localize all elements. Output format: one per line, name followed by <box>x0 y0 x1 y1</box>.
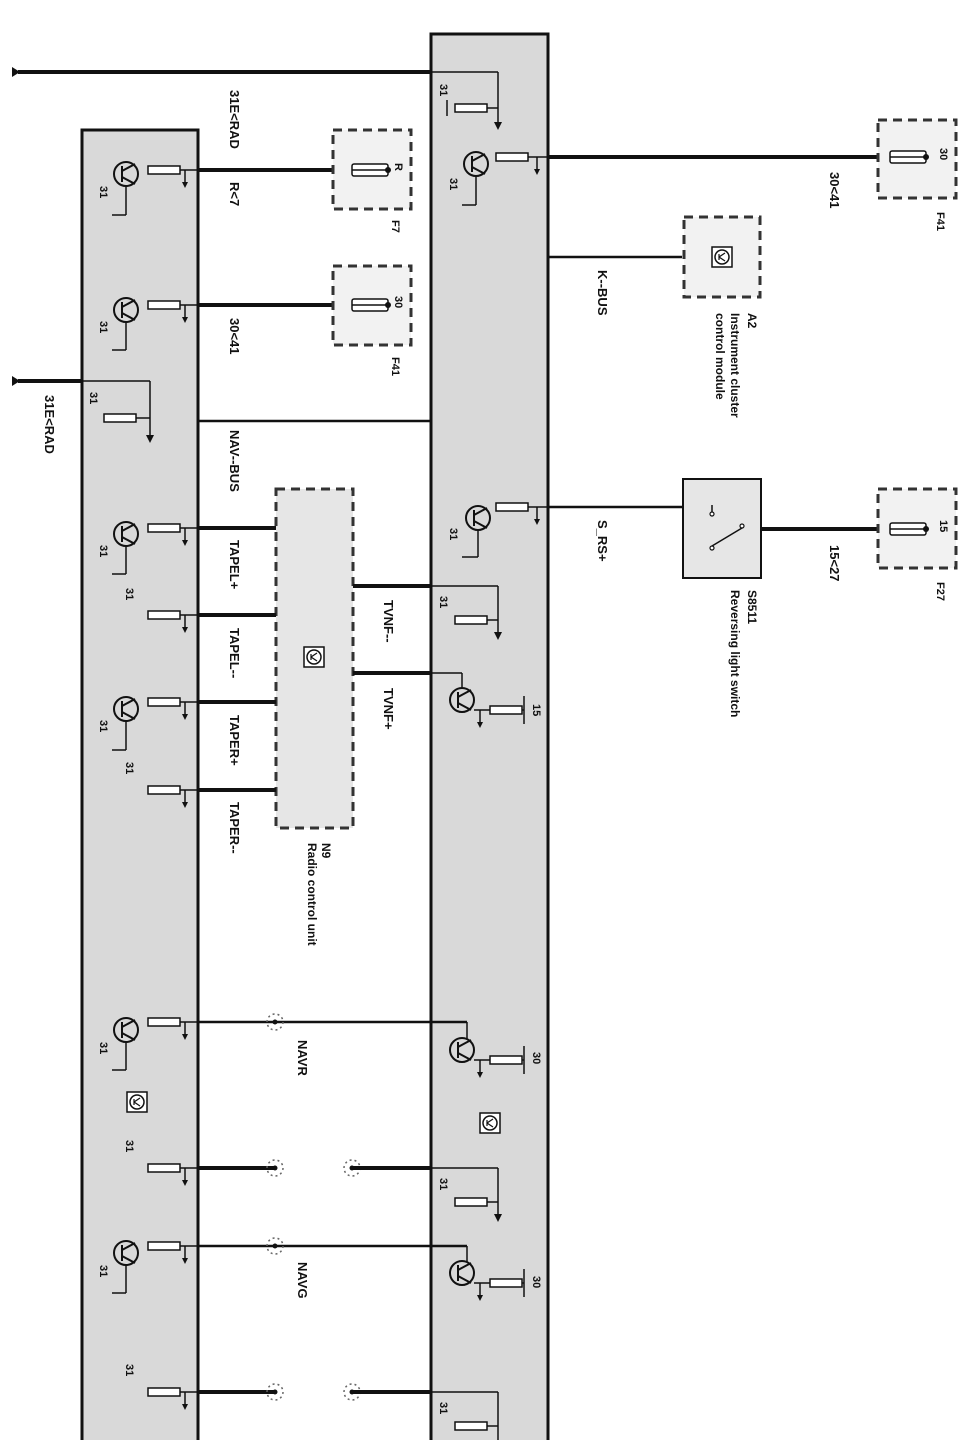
fuse-f41-right-id: F41 <box>934 212 946 231</box>
ground-label-mid: 31E<RAD <box>42 395 57 454</box>
s8511-id: S8511 <box>745 590 759 624</box>
left-panel-module-icon <box>126 1091 148 1113</box>
f27-label: 15<27 <box>827 545 842 582</box>
pin-label: 31 <box>97 321 109 333</box>
a2-desc-line2: control module <box>713 313 727 400</box>
taper-plus-label: TAPER+ <box>227 715 242 766</box>
right-pin-labels: 31 31 31 31 31 15 30 30 <box>437 178 542 1414</box>
pin-label: 31 <box>437 1402 449 1414</box>
top-ground-wire <box>12 67 502 130</box>
terminal-30-label: 30 <box>530 1052 542 1064</box>
terminal-30-label: 30 <box>530 1276 542 1288</box>
pin-label: 31 <box>97 545 109 557</box>
fuse-f7-id: F7 <box>389 220 401 233</box>
n9-desc: Radio control unit <box>305 843 319 946</box>
left-transistor-stages <box>112 161 198 1411</box>
fuse-f41-left-id: F41 <box>389 357 401 376</box>
terminal-15-label: 15 <box>530 704 542 716</box>
switch-symbol <box>709 505 745 551</box>
right-transistor-stages <box>431 151 548 1440</box>
fuse-f27-id: F27 <box>934 582 946 601</box>
tvnf-plus-label: TVNF+ <box>381 688 396 730</box>
pin-label: 31 <box>447 178 459 190</box>
pin-label: 31 <box>97 720 109 732</box>
s8511-switch-box <box>682 478 762 579</box>
a2-id: A2 <box>745 313 759 329</box>
fuse-f41-right-pin: 30 <box>937 148 949 160</box>
r7-label: R<7 <box>227 182 242 206</box>
tapel-plus-label: TAPEL+ <box>227 540 242 590</box>
taper-minus-label: TAPER-- <box>227 802 242 854</box>
k-bus-label: K--BUS <box>595 270 610 316</box>
pin-label: 31 <box>97 1265 109 1277</box>
tvnf-minus-label: TVNF-- <box>381 600 396 643</box>
fuse-f41-left-pin: 30 <box>392 296 404 308</box>
ground-label-top: 31E<RAD <box>227 90 242 149</box>
pin-label: 31 <box>437 596 449 608</box>
navr-label: NAVR <box>295 1040 310 1076</box>
a2-module-icon <box>711 246 733 268</box>
right-panel-module-icon <box>479 1112 501 1134</box>
fuse-f7-pin: R <box>392 163 404 171</box>
f41-right-label: 30<41 <box>827 172 842 209</box>
pin-label: 31 <box>97 186 109 198</box>
left-module-panel <box>80 128 200 1440</box>
s-rs-label: S_RS+ <box>595 520 610 562</box>
a2-desc-line1: Instrument cluster <box>728 313 742 418</box>
nav-bus-label: NAV--BUS <box>227 430 242 492</box>
pin-label: 31 <box>123 1364 135 1376</box>
navg-label: NAVG <box>295 1262 310 1299</box>
pin-31-label: 31 <box>437 84 449 96</box>
fuse-f27-pin: 15 <box>937 520 949 532</box>
fuse-f41-left-box <box>331 264 413 347</box>
nav-shield-wires <box>198 1159 431 1401</box>
pin-label: 31 <box>97 1042 109 1054</box>
left-pin-labels: 31 31 31 31 31 31 31 31 31 31 <box>97 186 135 1376</box>
n9-id: N9 <box>319 843 333 859</box>
right-module-panel <box>429 32 550 1440</box>
pin-label: 31 <box>447 528 459 540</box>
n9-module-icon <box>303 646 325 668</box>
pin-31-label: 31 <box>87 392 99 404</box>
f41-left-label: 30<41 <box>227 318 242 355</box>
mid-ground-wire <box>12 376 154 443</box>
pin-label: 31 <box>123 1140 135 1152</box>
tapel-minus-label: TAPEL-- <box>227 628 242 678</box>
pin-label: 31 <box>123 762 135 774</box>
pin-label: 31 <box>437 1178 449 1190</box>
s8511-desc: Reversing light switch <box>728 590 742 717</box>
pin-label: 31 <box>123 588 135 600</box>
